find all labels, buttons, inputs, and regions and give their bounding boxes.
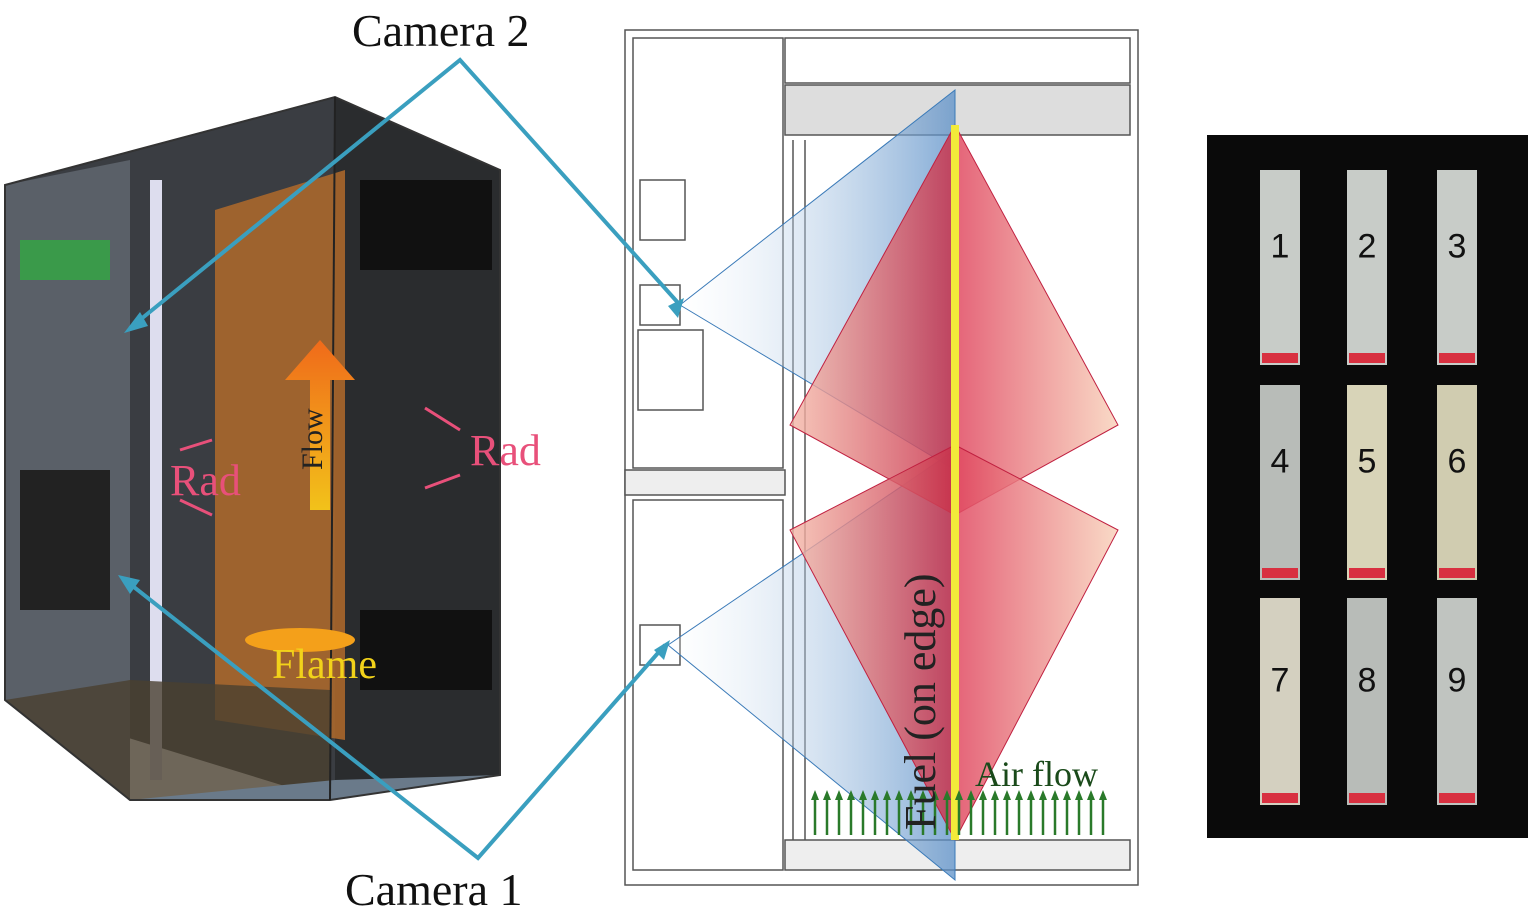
rad-label-left: Rad <box>170 456 241 505</box>
sample-number: 7 <box>1271 662 1290 700</box>
arrowhead-icon <box>1099 790 1107 800</box>
arrowhead-icon <box>1087 790 1095 800</box>
camera-1-label: Camera 1 <box>345 864 523 915</box>
arrowhead-icon <box>811 790 819 800</box>
heater-coil-icon <box>1439 568 1475 578</box>
camera-view-fields <box>667 88 1119 882</box>
heater-coil-icon <box>1349 793 1385 803</box>
sample-number: 2 <box>1358 228 1377 266</box>
chamber-schematic <box>624 29 1139 886</box>
sample-strip <box>1437 385 1477 580</box>
sample-number: 5 <box>1358 443 1377 481</box>
enclosure-render <box>4 95 501 801</box>
arrowhead-icon <box>1051 790 1059 800</box>
air-flow-arrows <box>811 790 1107 835</box>
arrowheads-icon <box>118 298 684 660</box>
sample-strip <box>1437 598 1477 805</box>
arrowhead-icon <box>1063 790 1071 800</box>
sample-strip <box>1260 170 1300 365</box>
flame-glow <box>245 628 355 652</box>
arrowhead-icon <box>907 790 915 800</box>
heater-coil-icon <box>1349 353 1385 363</box>
sample-number: 4 <box>1271 443 1290 481</box>
sample-strip <box>1347 385 1387 580</box>
heater-coil-icon <box>1262 353 1298 363</box>
sample-grid: 1 2 3 4 5 6 7 8 9 <box>1260 170 1477 805</box>
arrowhead-icon <box>871 790 879 800</box>
flow-arrow-icon <box>285 340 355 510</box>
arrowhead-icon <box>847 790 855 800</box>
arrowhead-icon <box>1003 790 1011 800</box>
sample-strip <box>1260 385 1300 580</box>
arrowhead-icon <box>955 790 963 800</box>
arrowhead-icon <box>883 790 891 800</box>
sample-strip <box>1347 170 1387 365</box>
sample-number: 1 <box>1271 228 1290 266</box>
fuel-label: Fuel (on edge) <box>896 573 945 830</box>
flame-label: Flame <box>272 642 377 688</box>
arrowhead-icon <box>991 790 999 800</box>
arrowhead-icon <box>1075 790 1083 800</box>
rad-label-right: Rad <box>470 426 541 475</box>
heater-coil-icon <box>1262 568 1298 578</box>
arrowhead-icon <box>1027 790 1035 800</box>
flow-label: Flow <box>296 408 329 470</box>
arrowhead-icon <box>859 790 867 800</box>
radiometer-arrows-icon <box>179 406 461 517</box>
arrowhead-icon <box>835 790 843 800</box>
heater-coil-icon <box>1439 353 1475 363</box>
arrowhead-icon <box>967 790 975 800</box>
air-flow-label: Air flow <box>975 754 1098 794</box>
sample-number: 9 <box>1448 662 1467 700</box>
arrowhead-icon <box>919 790 927 800</box>
camera-pointer-lines <box>123 57 682 861</box>
arrowhead-icon <box>823 790 831 800</box>
arrowhead-icon <box>979 790 987 800</box>
camera-2-label: Camera 2 <box>352 5 530 56</box>
arrowhead-icon <box>1039 790 1047 800</box>
sample-number: 6 <box>1448 443 1467 481</box>
sample-strip <box>1437 170 1477 365</box>
arrowhead-icon <box>931 790 939 800</box>
sample-strip <box>1347 598 1387 805</box>
sample-strip <box>1260 598 1300 805</box>
sample-number: 3 <box>1448 228 1467 266</box>
arrowhead-icon <box>943 790 951 800</box>
heater-coil-icon <box>1439 793 1475 803</box>
arrowhead-icon <box>895 790 903 800</box>
heater-coil-icon <box>1262 793 1298 803</box>
arrowhead-icon <box>1015 790 1023 800</box>
sample-number: 8 <box>1358 662 1377 700</box>
heater-coil-icon <box>1349 568 1385 578</box>
